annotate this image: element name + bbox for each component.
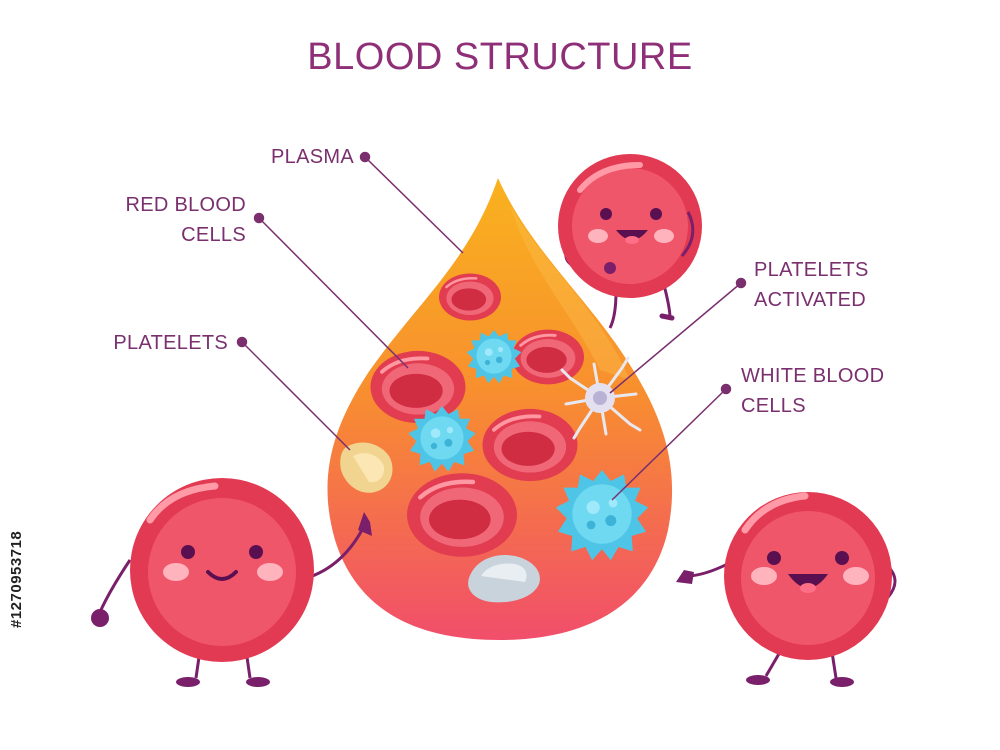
- platelets-dot: [236, 336, 248, 348]
- label-platelets: PLATELETS: [113, 332, 228, 354]
- label-red-blood-cells: RED BLOOD CELLS: [125, 194, 246, 246]
- white-blood-cells-dot: [720, 383, 732, 395]
- red-blood-cell: [480, 406, 580, 484]
- plasma-dot: [359, 151, 371, 163]
- platelets-activated-dot: [735, 277, 747, 289]
- character-top-right: [558, 154, 702, 329]
- red-blood-cells-leader-line: [258, 217, 409, 369]
- platelets-activated-leader-line: [609, 282, 742, 394]
- activated-platelet: [560, 356, 642, 440]
- red-blood-cell: [407, 473, 517, 557]
- white-blood-cells-leader-line: [611, 388, 727, 501]
- platelet: [340, 442, 393, 493]
- platelets-leader-line: [241, 341, 351, 451]
- character-bottom-left: [91, 478, 372, 687]
- platelet: [468, 554, 540, 603]
- label-platelets-activated: PLATELETS ACTIVATED: [754, 259, 869, 311]
- label-white-blood-cells: WHITE BLOOD CELLS: [741, 365, 885, 417]
- plasma-leader-line: [364, 156, 464, 254]
- red-blood-cell: [437, 272, 503, 322]
- stock-id: #1270953718: [8, 530, 25, 628]
- red-blood-cells-dot: [253, 212, 265, 224]
- character-bottom-right: [676, 492, 897, 687]
- diagram-title: BLOOD STRUCTURE: [307, 36, 693, 78]
- label-plasma: PLASMA: [271, 146, 354, 168]
- red-blood-cell: [510, 328, 586, 386]
- red-blood-cell: [368, 348, 468, 426]
